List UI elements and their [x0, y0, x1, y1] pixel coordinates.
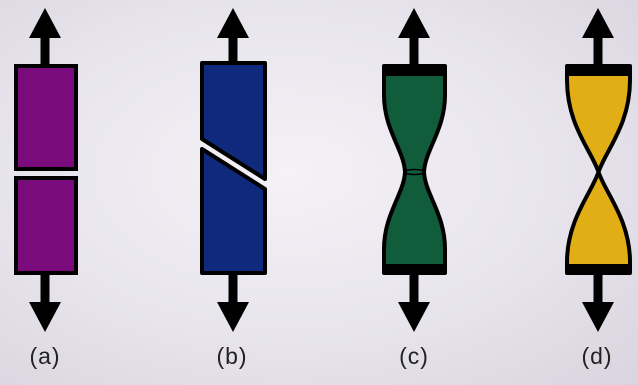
tension-arrow-up-icon-a — [29, 8, 61, 38]
tension-arrow-up-icon-c — [398, 8, 430, 38]
tension-arrow-down-icon-b — [217, 302, 249, 332]
tension-arrow-down-icon-d — [582, 302, 614, 332]
specimen-b-lower-part — [200, 147, 267, 275]
panel-label-a: (a) — [29, 343, 61, 369]
panel-label-c: (c) — [399, 343, 429, 369]
tension-arrow-down-icon-a — [29, 302, 61, 332]
specimen-c — [382, 8, 447, 332]
panel-label-d: (d) — [581, 343, 613, 369]
specimen-b-upper-part — [200, 61, 267, 181]
specimen-c-top-grip — [384, 66, 445, 76]
panel-label-b: (b) — [216, 343, 248, 369]
specimen-c-neck-crack — [403, 168, 426, 176]
tension-arrow-up-icon-b — [217, 8, 249, 38]
specimen-a — [14, 8, 78, 332]
tension-arrow-down-icon-c — [398, 302, 430, 332]
specimen-a-lower-half — [14, 176, 78, 275]
specimen-d-hourglass-body — [565, 64, 632, 275]
specimen-c-bottom-grip — [384, 264, 445, 273]
specimen-d — [565, 8, 632, 332]
specimen-d-bottom-grip — [567, 264, 630, 273]
specimen-b — [200, 8, 267, 332]
specimen-a-upper-half — [14, 64, 78, 171]
specimen-d-top-grip — [567, 66, 630, 76]
tension-arrow-up-icon-d — [582, 8, 614, 38]
